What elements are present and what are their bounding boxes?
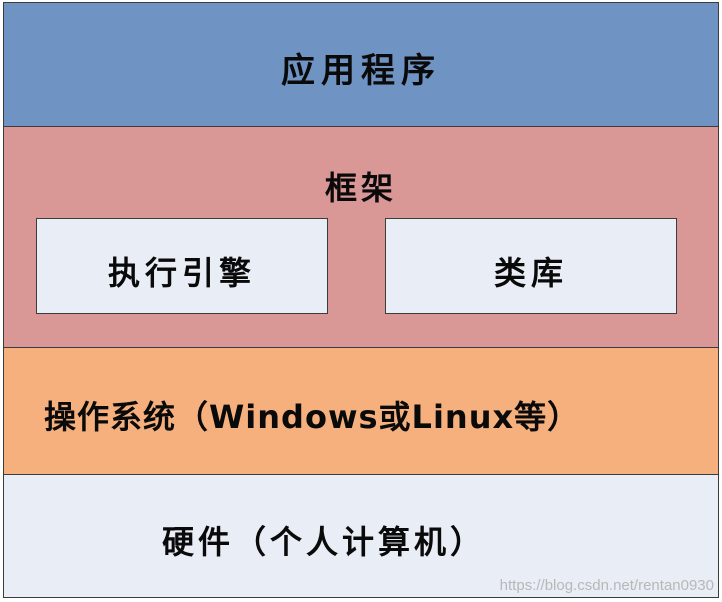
hardware-layer-label: 硬件（个人计算机）	[162, 523, 487, 561]
class-library-label: 类库	[493, 254, 568, 292]
layer-stack-diagram: 应用程序 框架 执行引擎 类库 操作系统（Windows或Linux等） 硬件（…	[3, 2, 719, 598]
framework-layer-label: 框架	[324, 169, 397, 207]
hardware-layer: 硬件（个人计算机）	[3, 474, 719, 598]
operating-system-layer-label: 操作系统（Windows或Linux等）	[44, 398, 581, 436]
application-layer-label: 应用程序	[281, 51, 441, 91]
application-layer: 应用程序	[3, 2, 719, 127]
source-watermark: https://blog.csdn.net/rentan0930	[499, 577, 714, 594]
execution-engine-label: 执行引擎	[107, 254, 256, 292]
execution-engine-box: 执行引擎	[36, 218, 328, 314]
class-library-box: 类库	[385, 218, 677, 314]
framework-layer: 框架 执行引擎 类库	[3, 126, 719, 348]
operating-system-layer: 操作系统（Windows或Linux等）	[3, 347, 719, 475]
